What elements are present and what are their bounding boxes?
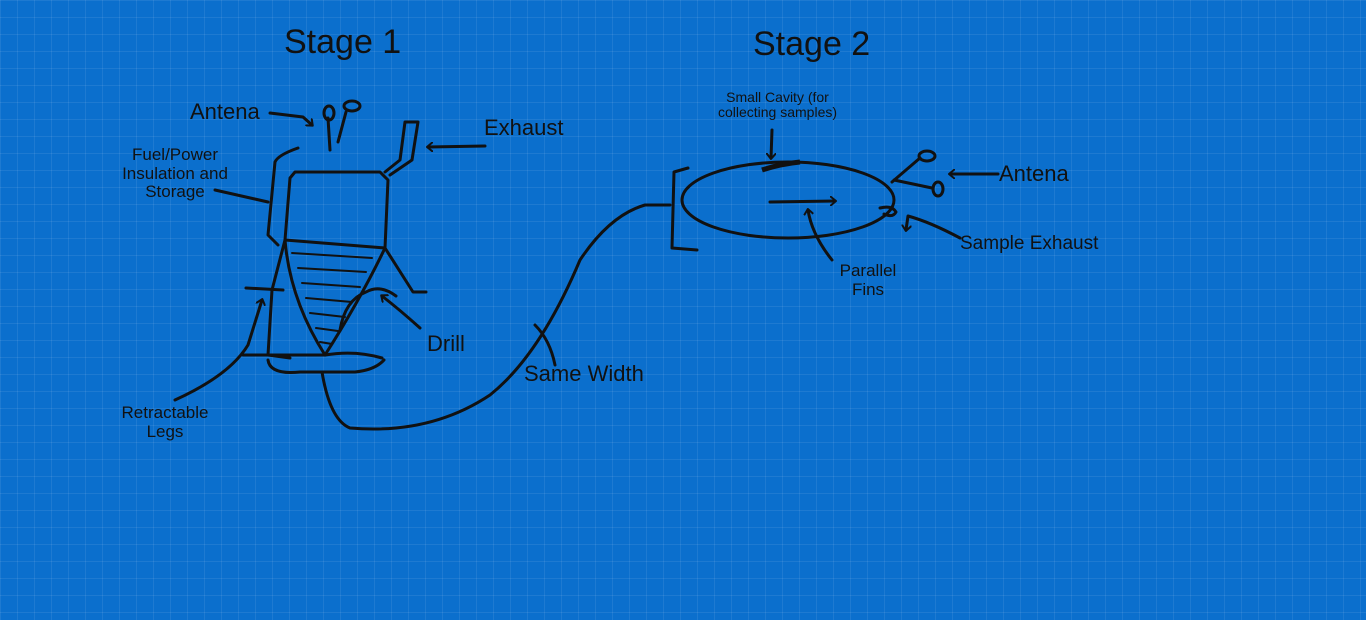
stage2-antenna-bulb-bottom <box>931 180 945 198</box>
stage2-fins-arrow <box>768 201 835 202</box>
same-width-label: Same Width <box>524 361 644 386</box>
stage2-bracket <box>670 166 699 252</box>
fuel-power-label-line3: Storage <box>145 182 205 202</box>
retractable-legs-label: Retractable Legs <box>110 403 220 441</box>
stage1-drill-stripes <box>291 252 373 345</box>
parallel-fins-label-line1: Parallel <box>839 261 897 280</box>
sample-exhaust-arrow <box>906 214 962 240</box>
drill-arrow <box>382 296 422 330</box>
connector-curve <box>320 203 672 431</box>
retractable-legs-label-line1: Retractable <box>121 403 209 422</box>
small-cavity-label-line2: collecting samples) <box>717 104 838 121</box>
antenna-bulb-left <box>322 104 336 122</box>
cavity-arrow <box>771 128 772 158</box>
fuel-power-label-line1: Fuel/Power <box>132 145 218 164</box>
parallel-fins-label: Parallel Fins <box>826 261 910 299</box>
stage2-drawing <box>670 128 1000 262</box>
stage2-antena-label: Antena <box>999 161 1069 186</box>
stage1-right-leg <box>383 246 428 294</box>
stage2-exhaust-icon <box>878 205 898 218</box>
antenna-bulb-right <box>342 99 362 113</box>
fuel-power-label: Fuel/Power Insulation and Storage <box>112 145 238 202</box>
fuel-power-arrow <box>213 188 270 204</box>
antenna-icon <box>326 110 348 152</box>
small-cavity-label: Small Cavity (for collecting samples) <box>700 89 855 121</box>
stage1-drill-cone <box>283 238 387 357</box>
stage1-left-leg-foot <box>244 286 285 292</box>
stage1-exhaust-label: Exhaust <box>484 115 564 140</box>
small-cavity-label-line1: Small Cavity (for <box>726 89 829 105</box>
antena-arrow <box>268 111 312 125</box>
stage2-antenna-icon <box>890 156 934 190</box>
stage1-drawing <box>173 99 487 402</box>
stage1-antena-label: Antena <box>190 99 260 124</box>
stage2-title: Stage 2 <box>753 25 871 63</box>
stage2-body <box>680 160 896 240</box>
stage2-cavity <box>761 159 801 173</box>
exhaust-pipe-icon <box>383 120 420 177</box>
stage1-title: Stage 1 <box>284 23 402 61</box>
stage1-right-claw <box>338 287 398 332</box>
stage2-antenna-bulb-top <box>917 149 937 163</box>
sample-exhaust-label: Sample Exhaust <box>960 233 1099 254</box>
same-width-arrow <box>533 323 557 367</box>
stage1-base <box>241 351 386 374</box>
stage1-insulation-bracket <box>266 146 300 247</box>
drill-label: Drill <box>427 331 465 356</box>
exhaust-arrow <box>428 146 487 147</box>
stage1-upper-body <box>283 170 390 250</box>
parallel-fins-arrow <box>808 210 834 262</box>
retractable-legs-label-line2: Legs <box>146 421 184 441</box>
parallel-fins-label-line2: Fins <box>851 279 885 299</box>
connector <box>320 203 672 431</box>
fuel-power-label-line2: Insulation and <box>122 163 228 183</box>
legs-arrow <box>173 300 262 402</box>
